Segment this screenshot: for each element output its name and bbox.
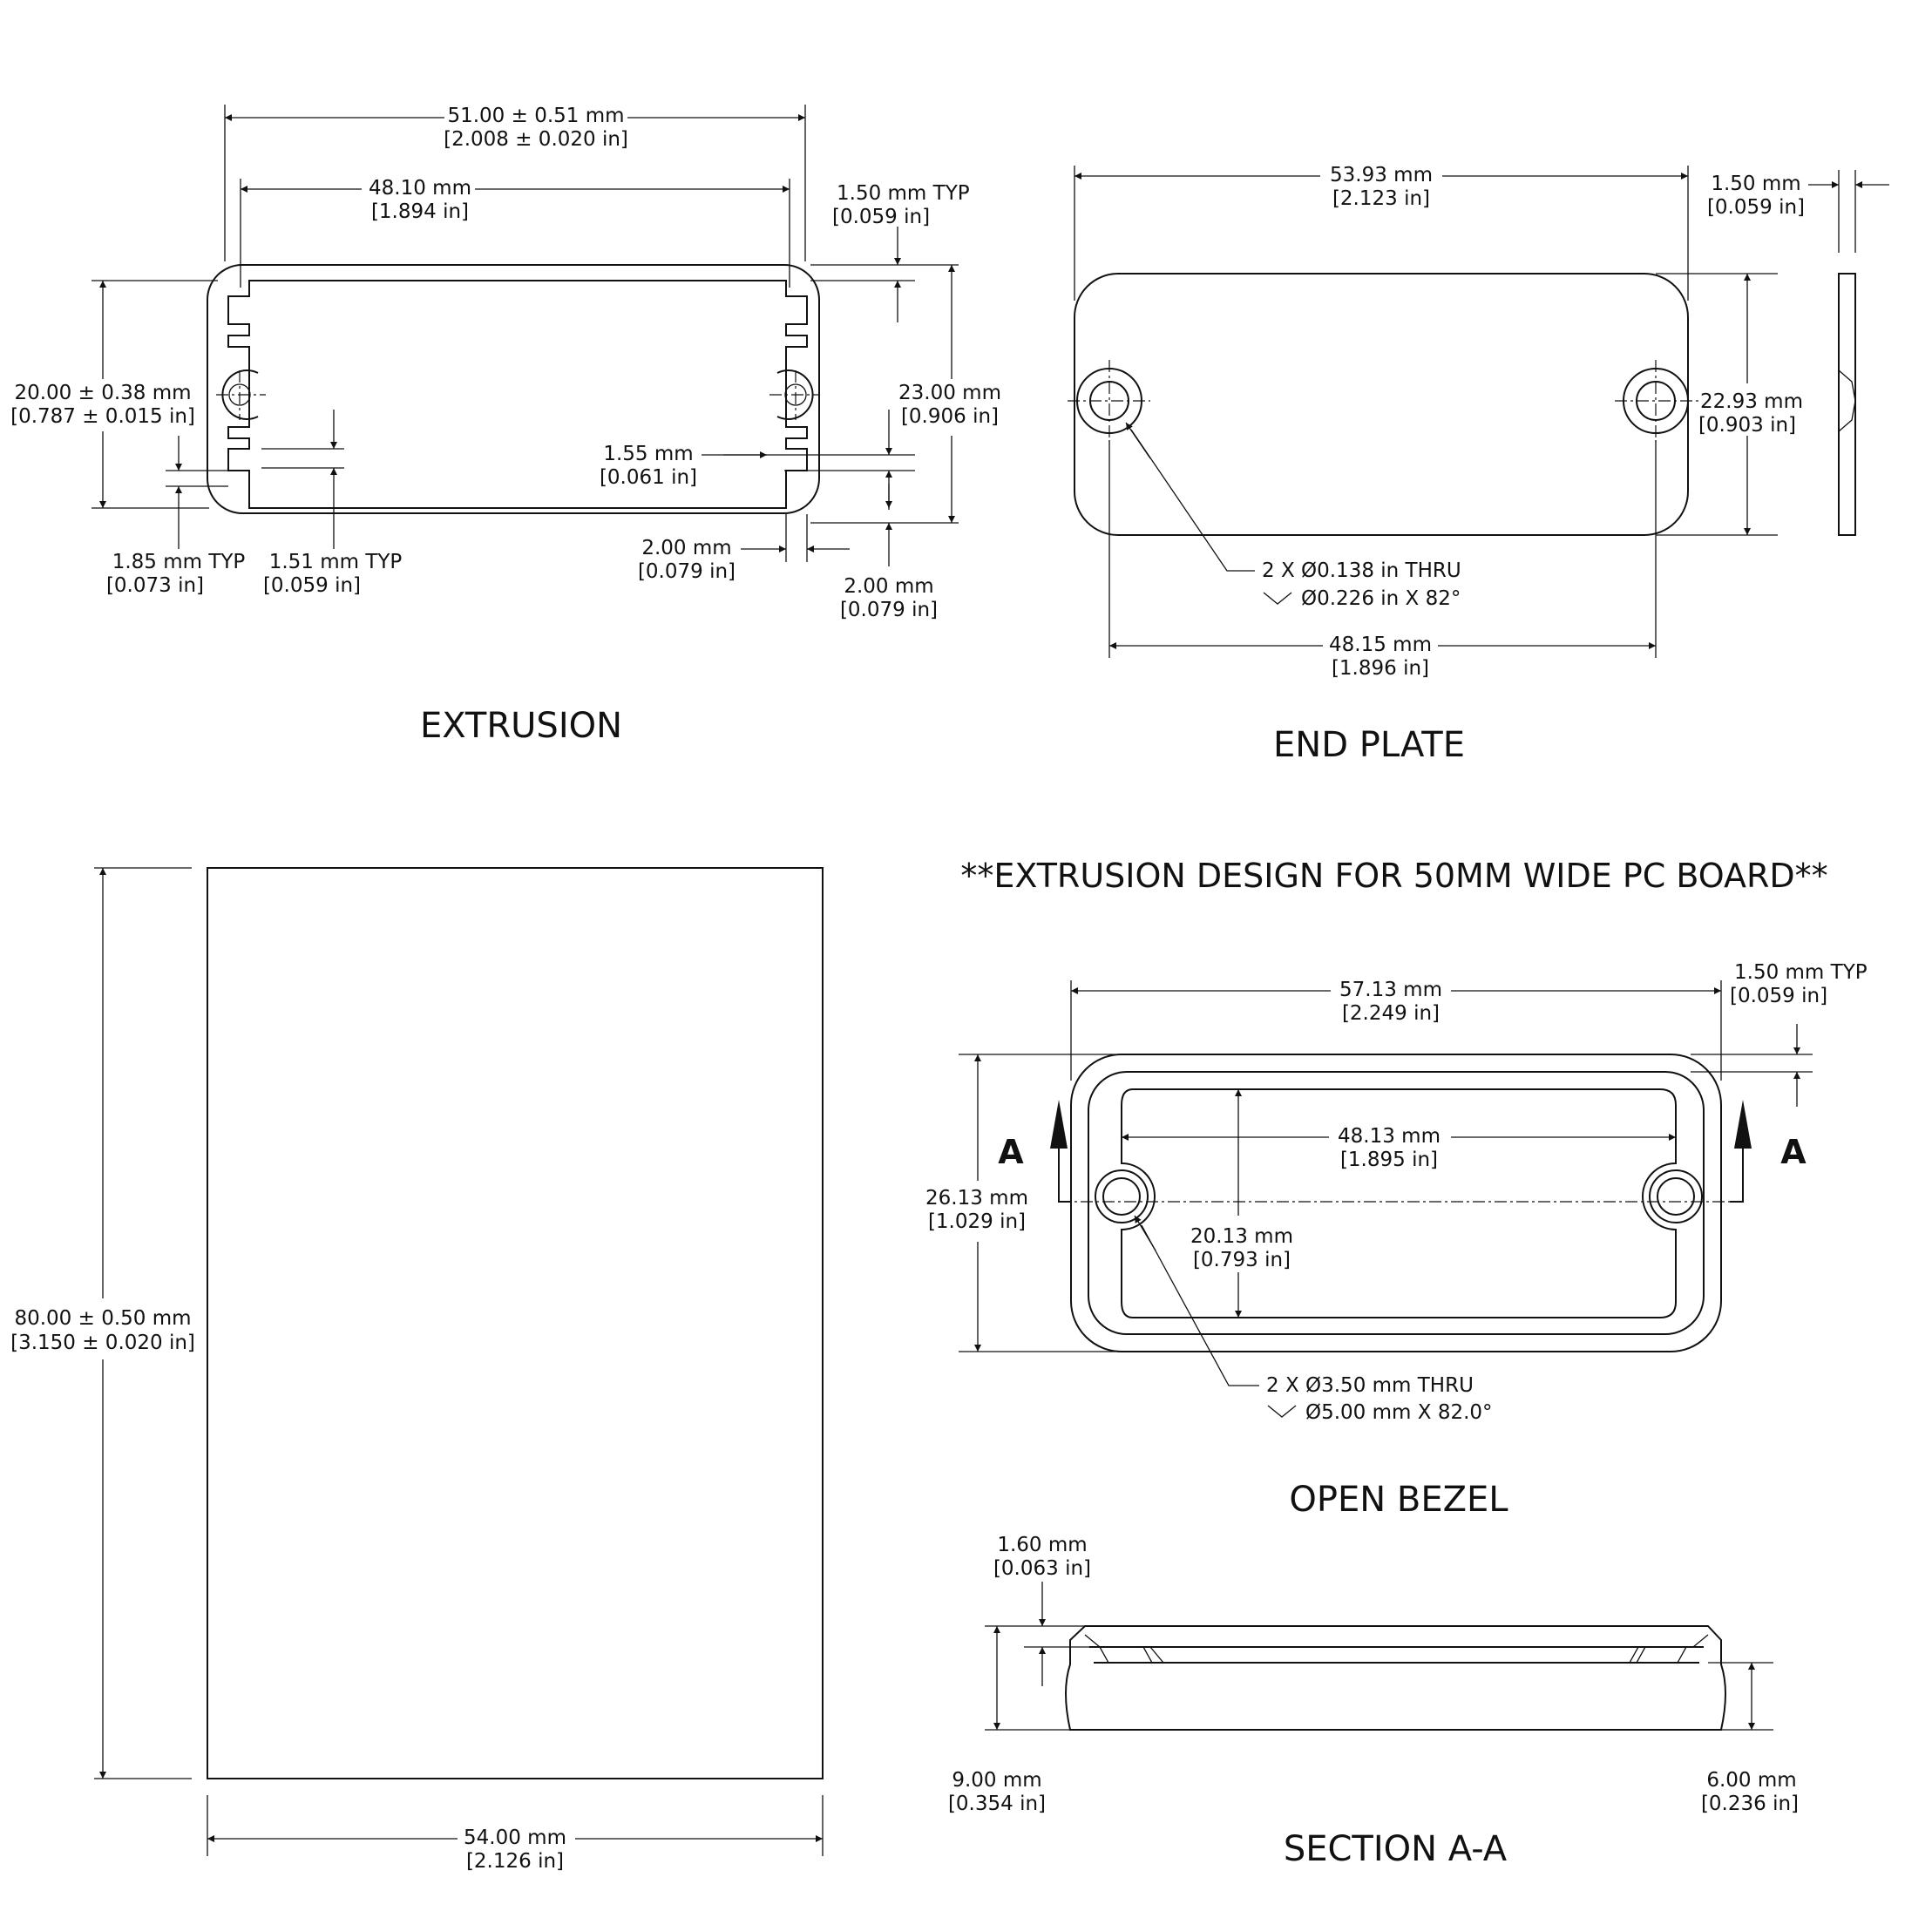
- extrusion-slot-b-mm: 1.51 mm TYP: [269, 551, 403, 573]
- bezel-wall-mm: 1.50 mm TYP: [1734, 961, 1868, 984]
- countersink-icon: [1263, 592, 1292, 605]
- end-plate-right-hole-outer: [1623, 368, 1689, 434]
- bezel-height-mm: 26.13 mm: [925, 1187, 1028, 1210]
- section-mark-left: A: [998, 1133, 1024, 1171]
- bezel-wall-in: [0.059 in]: [1730, 985, 1827, 1007]
- end-plate-view: 53.93 mm [2.123 in] 1.50 mm [0.059 in] 2…: [1068, 164, 1889, 765]
- bezel-opening-height-mm: 20.13 mm: [1190, 1225, 1293, 1248]
- extrusion-view: 51.00 ± 0.51 mm [2.008 ± 0.020 in] 48.10…: [10, 105, 1001, 746]
- end-plate-hole-spacing-mm: 48.15 mm: [1329, 634, 1432, 656]
- open-bezel-view: A A 57.13 mm [2.249 in] 1.50 mm TYP [0.0…: [925, 961, 1868, 1520]
- extrusion-bottom-b-in: [0.079 in]: [840, 599, 938, 621]
- section-outline: [1065, 1625, 1726, 1731]
- section-lip-in: [0.063 in]: [993, 1557, 1091, 1580]
- end-plate-left-hole-outer: [1076, 368, 1142, 434]
- bezel-hole-callout-2: Ø5.00 mm X 82.0°: [1305, 1401, 1493, 1424]
- extrusion-right-boss: [776, 369, 814, 420]
- bezel-left-hole-outer: [1095, 1169, 1149, 1223]
- end-plate-width-mm: 53.93 mm: [1330, 164, 1433, 186]
- extrusion-overall-height-in: [0.906 in]: [901, 405, 999, 428]
- extrusion-inner-width-mm: 48.10 mm: [369, 177, 471, 200]
- countersink-icon: [1267, 1405, 1297, 1418]
- length-view-width-in: [2.126 in]: [466, 1850, 564, 1873]
- section-inner-depth-in: [0.236 in]: [1701, 1793, 1799, 1815]
- end-plate-height-mm: 22.93 mm: [1700, 390, 1803, 413]
- end-plate-hole-callout-1: 2 X Ø0.138 in THRU: [1262, 559, 1461, 582]
- length-mm: 80.00 ± 0.50 mm: [14, 1307, 191, 1330]
- length-view: 80.00 ± 0.50 mm [3.150 ± 0.020 in] 54.00…: [10, 867, 824, 1873]
- end-plate-hole-callout-2: Ø0.226 in X 82°: [1301, 587, 1461, 610]
- bezel-width-mm: 57.13 mm: [1339, 979, 1442, 1001]
- design-note: **EXTRUSION DESIGN FOR 50MM WIDE PC BOAR…: [960, 857, 1827, 895]
- extrusion-inner-width-in: [1.894 in]: [371, 200, 469, 223]
- extrusion-slot-b-in: [0.059 in]: [263, 574, 361, 597]
- extrusion-outer-profile: [207, 264, 820, 514]
- bezel-right-hole-outer: [1649, 1169, 1703, 1223]
- bezel-left-hole-inner: [1102, 1177, 1141, 1216]
- extrusion-inner-profile: [227, 280, 808, 509]
- section-mark-right: A: [1780, 1133, 1807, 1171]
- extrusion-bottom-b-mm: 2.00 mm: [844, 575, 933, 598]
- bezel-right-hole-inner: [1657, 1177, 1695, 1216]
- extrusion-overall-height-mm: 23.00 mm: [898, 382, 1001, 404]
- end-plate-outline: [1074, 273, 1689, 536]
- extrusion-length-outline: [207, 867, 824, 1779]
- section-depth-in: [0.354 in]: [948, 1793, 1046, 1815]
- section-view: 1.60 mm [0.063 in] 9.00 mm [0.354 in] 6.…: [948, 1534, 1799, 1869]
- extrusion-slot-a-mm: 1.85 mm TYP: [112, 551, 246, 573]
- end-plate-thickness-in: [0.059 in]: [1707, 196, 1805, 219]
- bezel-width-in: [2.249 in]: [1342, 1002, 1440, 1025]
- end-plate-title: END PLATE: [1273, 725, 1465, 765]
- extrusion-slot-a-in: [0.073 in]: [106, 574, 204, 597]
- bezel-outer: [1070, 1054, 1722, 1352]
- section-inner-depth-mm: 6.00 mm: [1706, 1769, 1796, 1792]
- extrusion-slot-gap-in: [0.061 in]: [600, 466, 697, 489]
- extrusion-bottom-a-mm: 2.00 mm: [641, 537, 731, 559]
- length-in: [3.150 ± 0.020 in]: [10, 1332, 195, 1354]
- extrusion-height-in: [0.787 ± 0.015 in]: [10, 405, 195, 428]
- end-plate-width-in: [2.123 in]: [1332, 187, 1430, 210]
- extrusion-overall-width-in: [2.008 ± 0.020 in]: [444, 128, 628, 151]
- extrusion-wall-in: [0.059 in]: [832, 206, 930, 228]
- extrusion-slot-gap-mm: 1.55 mm: [603, 443, 693, 465]
- bezel-height-in: [1.029 in]: [928, 1210, 1026, 1233]
- bezel-lip: [1088, 1071, 1705, 1335]
- bezel-opening: [1121, 1088, 1677, 1318]
- end-plate-side-profile: [1838, 273, 1856, 536]
- section-title: SECTION A-A: [1284, 1829, 1508, 1869]
- extrusion-overall-width-mm: 51.00 ± 0.51 mm: [447, 105, 624, 127]
- bezel-opening-height-in: [0.793 in]: [1193, 1249, 1291, 1271]
- bezel-hole-callout-1: 2 X Ø3.50 mm THRU: [1266, 1374, 1474, 1397]
- end-plate-thickness-mm: 1.50 mm: [1711, 173, 1800, 195]
- length-view-width-mm: 54.00 mm: [464, 1827, 566, 1849]
- bezel-opening-width-mm: 48.13 mm: [1338, 1125, 1441, 1148]
- extrusion-title: EXTRUSION: [420, 706, 622, 746]
- open-bezel-title: OPEN BEZEL: [1289, 1480, 1508, 1520]
- section-lip-mm: 1.60 mm: [997, 1534, 1087, 1556]
- section-depth-mm: 9.00 mm: [952, 1769, 1041, 1792]
- extrusion-bottom-a-in: [0.079 in]: [638, 560, 736, 583]
- extrusion-height-mm: 20.00 ± 0.38 mm: [14, 382, 191, 404]
- end-plate-hole-spacing-in: [1.896 in]: [1332, 657, 1429, 680]
- end-plate-height-in: [0.903 in]: [1698, 414, 1796, 437]
- extrusion-wall-mm: 1.50 mm TYP: [837, 182, 970, 205]
- bezel-opening-width-in: [1.895 in]: [1340, 1149, 1438, 1171]
